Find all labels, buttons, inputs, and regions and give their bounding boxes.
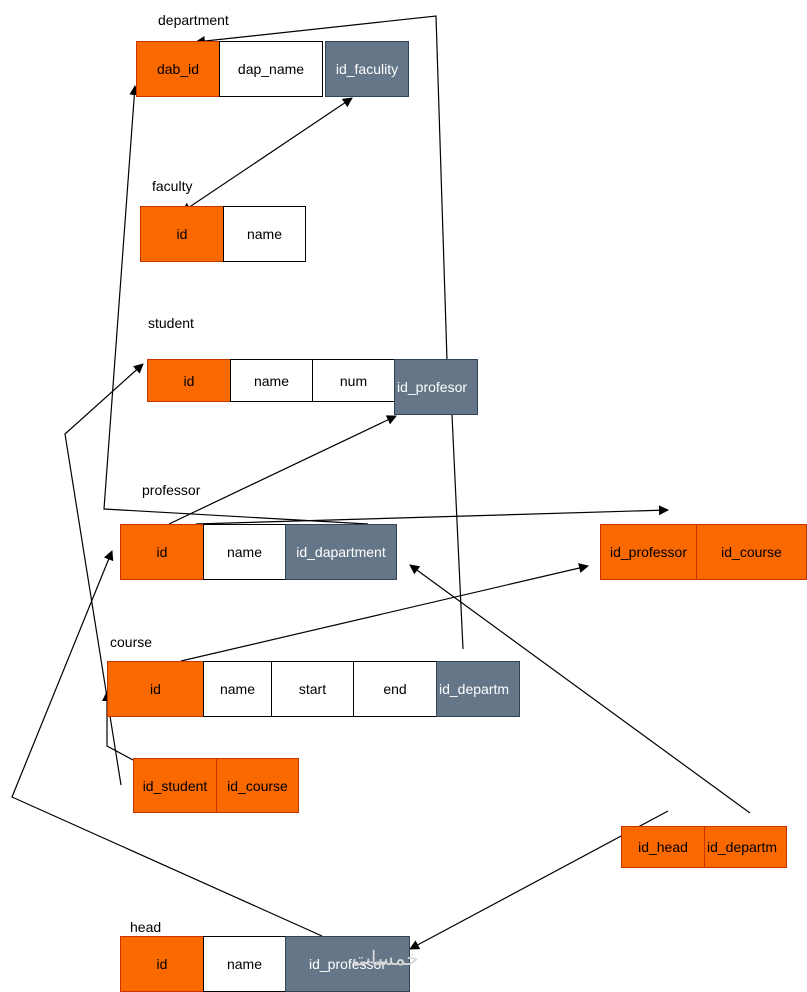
- prof-course-field-id-professor: id_professor: [600, 524, 697, 580]
- student-title: student: [148, 315, 194, 331]
- student-field-id: id: [147, 359, 231, 402]
- head-dept-field-id-departm: id_departm: [704, 826, 787, 868]
- head-field-id: id: [120, 936, 204, 992]
- prof-course-field-id-course: id_course: [696, 524, 807, 580]
- student-fk-group[interactable]: id_profesor: [394, 359, 478, 415]
- course-table[interactable]: id name start end id_departm: [107, 661, 520, 717]
- link-professor-department-dept: [103, 85, 369, 525]
- link-course-department-student: [451, 414, 464, 650]
- link-head-professor: [11, 550, 323, 937]
- link-course-profcourse: [180, 563, 589, 662]
- course-field-start: start: [271, 661, 354, 717]
- course-field-name: name: [203, 661, 272, 717]
- faculty-field-name: name: [223, 206, 306, 262]
- head-title: head: [130, 919, 162, 935]
- professor-table[interactable]: id name id_dapartment: [120, 524, 397, 580]
- student-table[interactable]: id name num: [147, 359, 395, 402]
- link-headdept-professor-department: [409, 564, 751, 814]
- faculty-table[interactable]: id name: [140, 206, 306, 262]
- professor-title: professor: [142, 482, 201, 498]
- department-field-dap-name: dap_name: [219, 41, 323, 97]
- course-title: course: [110, 634, 153, 650]
- head-dept-field-id-head: id_head: [621, 826, 705, 868]
- department-fk-group[interactable]: id_faculity: [325, 41, 409, 97]
- course-field-end: end: [353, 661, 437, 717]
- department-table[interactable]: dab_id dap_name: [136, 41, 323, 97]
- student-field-name: name: [230, 359, 313, 402]
- link-studentcourse-student: [64, 363, 144, 786]
- link-faculty-department: [181, 97, 353, 213]
- head-field-name: name: [203, 936, 286, 992]
- department-title: department: [158, 12, 229, 28]
- link-student-profesor-department: [195, 15, 448, 361]
- link-professor-profcourse: [195, 505, 669, 525]
- faculty-field-id: id: [140, 206, 224, 262]
- course-field-id-departm: id_departm: [436, 661, 520, 717]
- department-field-id-faculity: id_faculity: [325, 41, 409, 97]
- department-field-dab-id: dab_id: [136, 41, 220, 97]
- student-course-table[interactable]: id_student id_course: [133, 758, 299, 813]
- head-field-id-professor: id_professor: [285, 936, 410, 992]
- course-field-id: id: [107, 661, 204, 717]
- student-course-field-id-student: id_student: [133, 758, 217, 813]
- prof-course-table[interactable]: id_professor id_course: [600, 524, 807, 580]
- student-field-num: num: [312, 359, 395, 402]
- head-table[interactable]: id name id_professor: [120, 936, 410, 992]
- faculty-title: faculty: [152, 178, 193, 194]
- link-professor-student: [168, 415, 397, 525]
- watermark: خمسات: [352, 948, 419, 970]
- professor-field-name: name: [203, 524, 286, 580]
- head-dept-table[interactable]: id_head id_departm: [621, 826, 787, 868]
- student-course-field-id-course: id_course: [216, 758, 299, 813]
- professor-field-id: id: [120, 524, 204, 580]
- student-field-id-profesor: id_profesor: [394, 359, 478, 415]
- professor-field-id-dapartment: id_dapartment: [285, 524, 397, 580]
